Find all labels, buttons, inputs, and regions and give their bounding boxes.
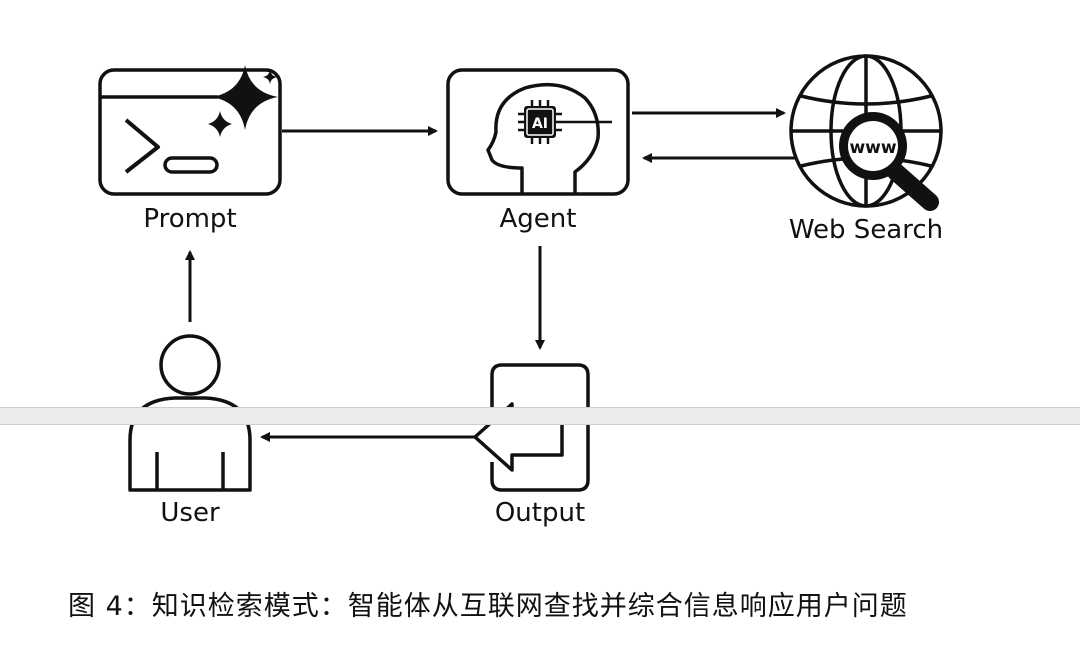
ai-chip-text: AI <box>532 116 548 132</box>
terminal-chevron-icon <box>124 118 160 174</box>
terminal-cursor-icon <box>163 156 219 174</box>
globe-icon <box>789 54 943 208</box>
www-badge-text: www <box>849 138 896 158</box>
prompt-label: Prompt <box>143 204 237 234</box>
user-label: User <box>160 498 220 528</box>
agent-label: Agent <box>499 204 577 234</box>
door-frame-icon <box>490 363 590 492</box>
user-head-icon <box>159 334 221 396</box>
edges <box>185 108 796 442</box>
sparkle-large-icon <box>212 65 278 130</box>
scan-band <box>0 407 1080 425</box>
sparkle-tiny-icon <box>263 70 277 84</box>
output-node <box>473 363 590 492</box>
figure-caption: 图 4：知识检索模式：智能体从互联网查找并综合信息响应用户问题 <box>68 591 908 622</box>
agent-node: AI <box>446 68 630 196</box>
output-label: Output <box>494 498 586 528</box>
ai-chip-icon: AI <box>518 100 612 144</box>
magnifier-icon: www <box>839 112 939 211</box>
sparkle-small-icon <box>208 111 232 137</box>
web-search-node: www <box>789 54 943 211</box>
head-profile-icon <box>486 82 600 194</box>
prompt-node <box>98 65 282 196</box>
web-search-label: Web Search <box>788 215 944 245</box>
